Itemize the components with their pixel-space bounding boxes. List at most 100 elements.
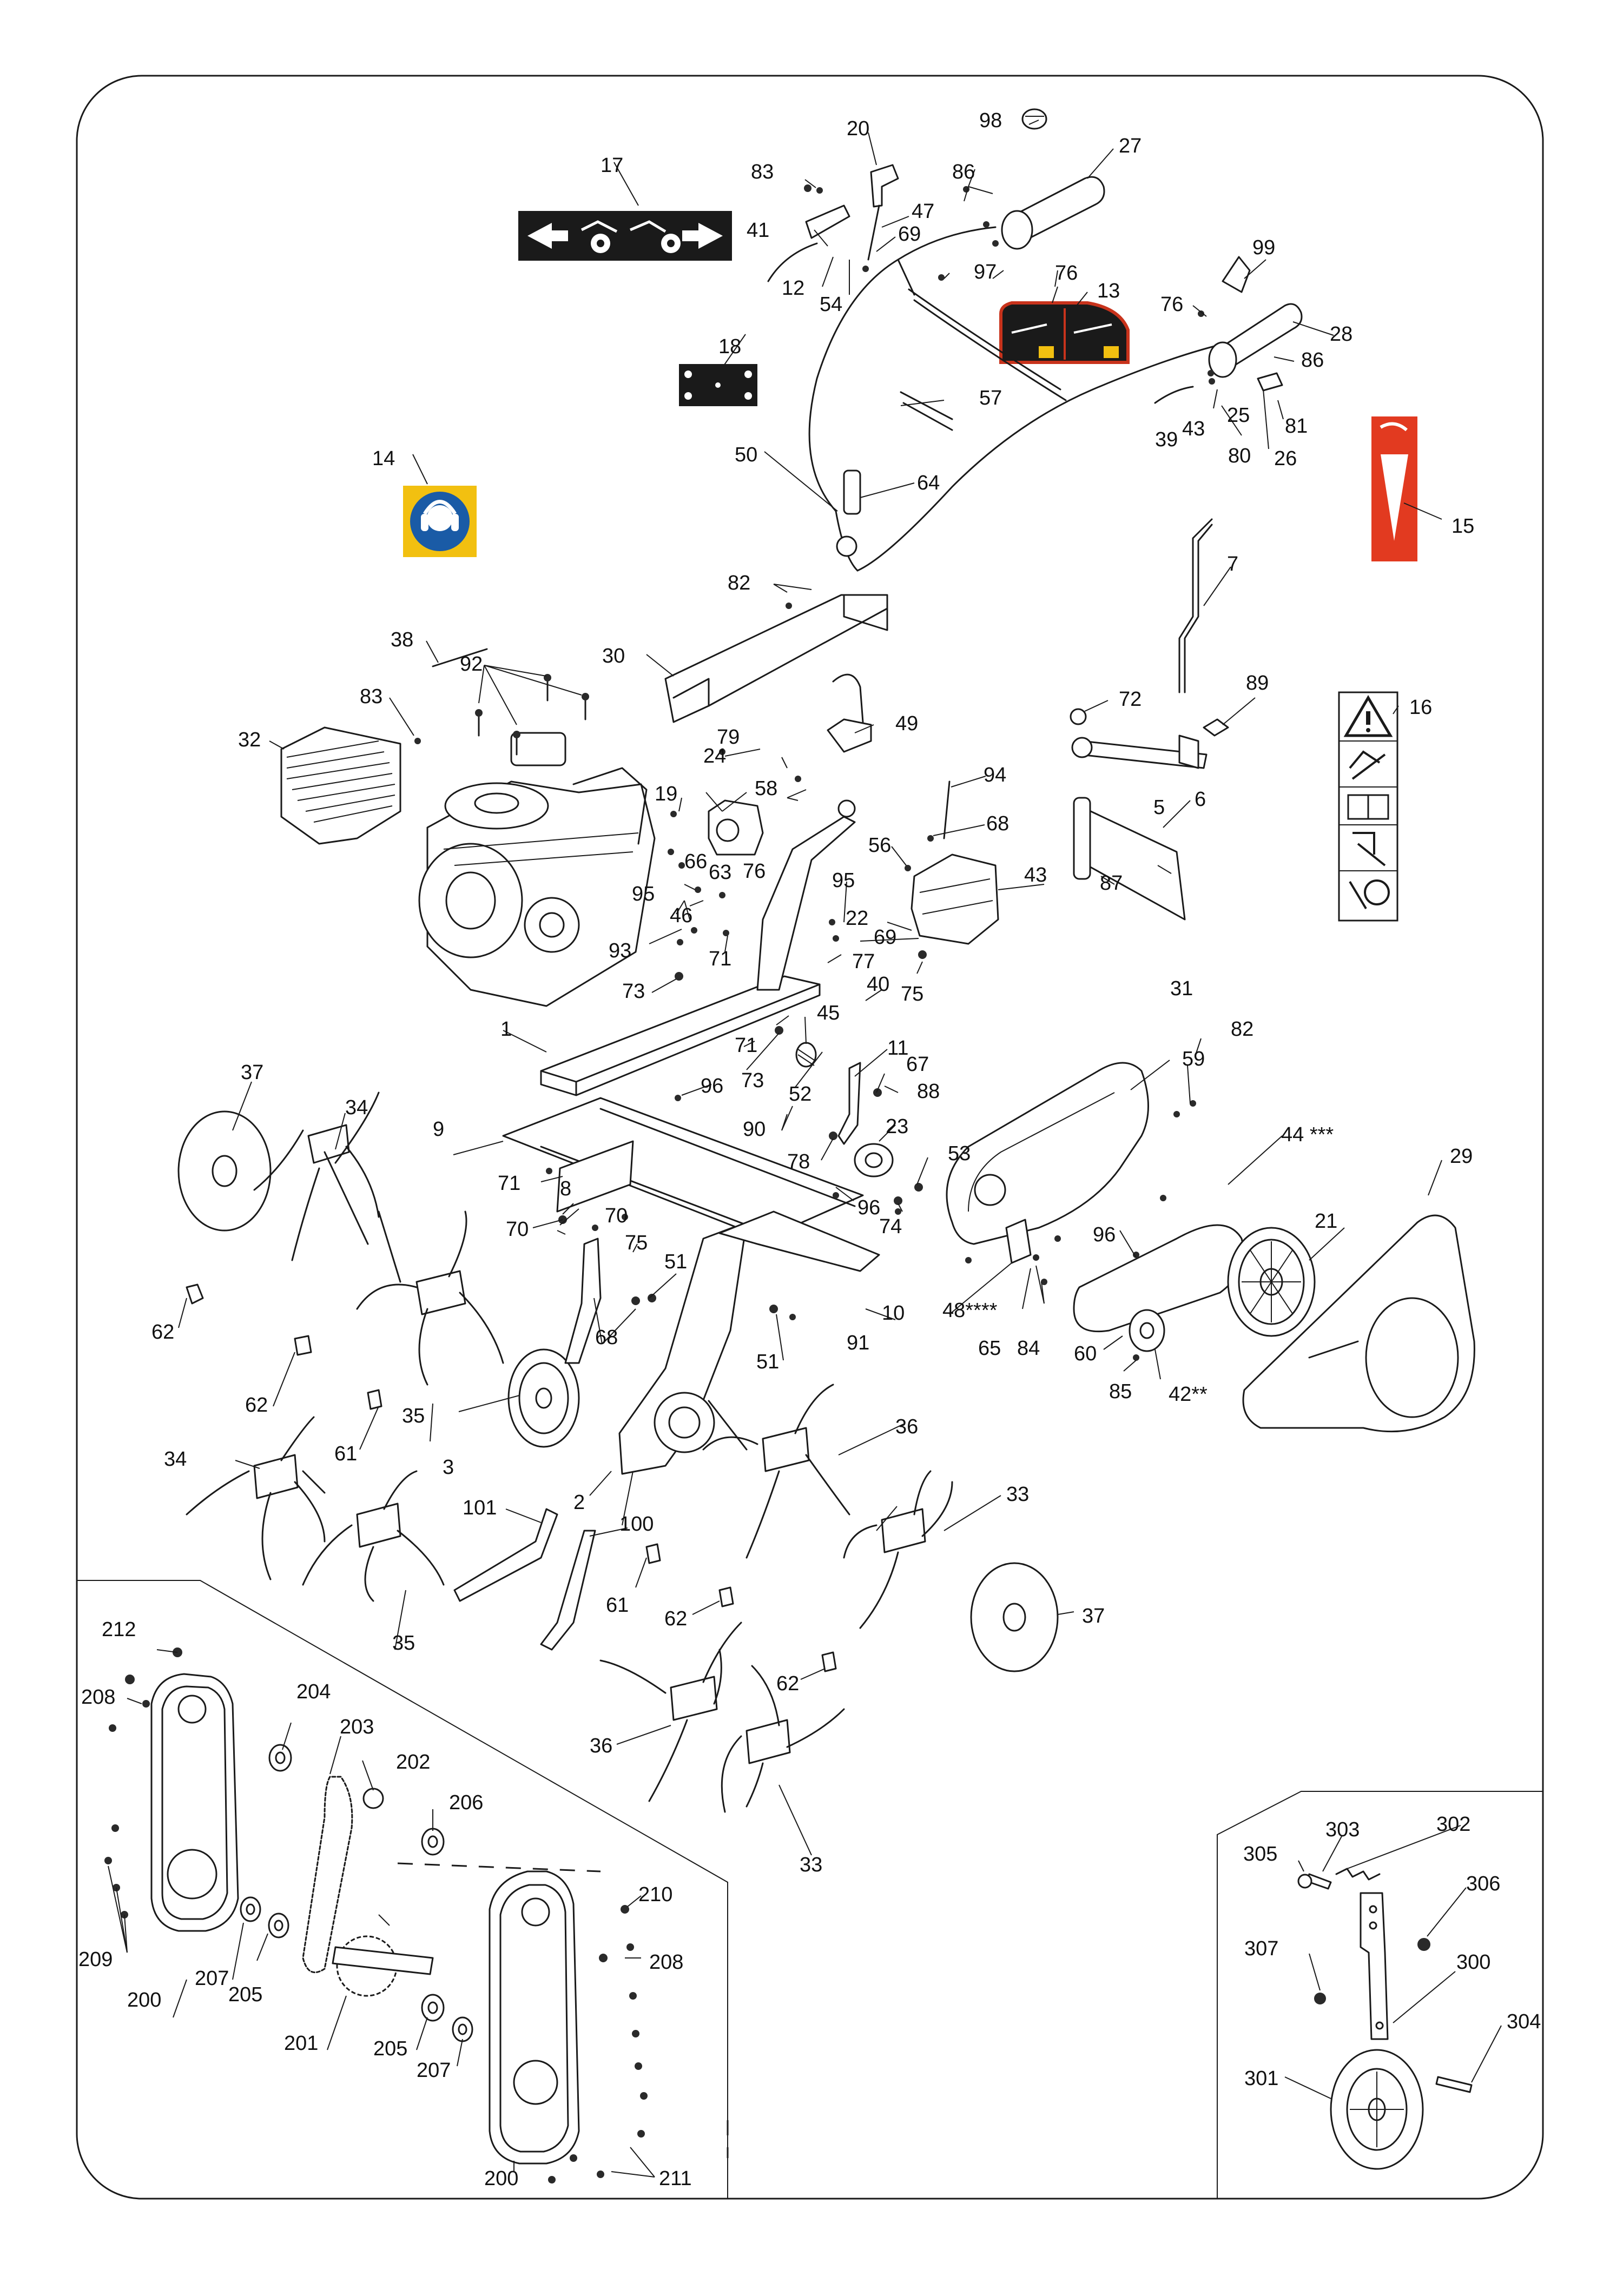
- label-18: 18: [718, 335, 741, 358]
- label-91: 91: [847, 1332, 869, 1354]
- small-hardware: [414, 186, 1215, 1361]
- label-52: 52: [789, 1083, 812, 1106]
- label-40: 40: [867, 973, 889, 996]
- bolts-92: [475, 674, 589, 756]
- label-35b: 35: [392, 1632, 415, 1655]
- label-83: 83: [360, 685, 382, 708]
- label-202: 202: [396, 1751, 430, 1774]
- label-76: 83: [751, 161, 774, 183]
- pulley-bracket-24: [708, 799, 764, 856]
- label-28: 28: [1330, 323, 1352, 346]
- label-76c: 76: [1160, 293, 1183, 316]
- label-51a: 51: [664, 1250, 687, 1273]
- label-34b: 34: [164, 1448, 187, 1471]
- tine-33-lower: [721, 1665, 845, 1813]
- clamp-12-41: [767, 184, 850, 282]
- label-78: 78: [787, 1150, 810, 1173]
- label-60: 60: [1074, 1342, 1097, 1365]
- warning-arrow-sticker-15: [1371, 416, 1417, 561]
- transport-wheel-3: [507, 1238, 602, 1448]
- disc-37-upper: [177, 1110, 272, 1232]
- chain-case-200-right: [489, 1870, 580, 2165]
- label-200a: 200: [127, 1989, 161, 2012]
- cable-39: [1154, 386, 1194, 404]
- label-203: 203: [340, 1716, 374, 1738]
- transmission-43: [911, 853, 999, 945]
- belt-cover-plate-31: [946, 1062, 1149, 1245]
- label-209: 209: [78, 1948, 113, 1971]
- label-77: 77: [852, 950, 875, 973]
- label-14: 14: [372, 447, 395, 470]
- label-11: 11: [887, 1037, 908, 1060]
- label-39: 39: [1155, 428, 1178, 451]
- bearing-23: [854, 1143, 894, 1177]
- label-84: 84: [1017, 1337, 1040, 1360]
- label-93: 93: [609, 939, 631, 962]
- label-65: 65: [978, 1337, 1001, 1360]
- chain-case-200-left: [150, 1673, 239, 1932]
- label-80: 80: [1228, 445, 1251, 467]
- skid-10: [718, 1210, 880, 1272]
- label-62c: 62: [664, 1607, 687, 1630]
- lever-5: [1073, 797, 1186, 921]
- shift-rod-94: [943, 780, 951, 839]
- label-92: 92: [460, 653, 483, 676]
- label-24: 24: [703, 745, 726, 767]
- label-86a: 86: [952, 161, 975, 183]
- label-31: 31: [1170, 977, 1193, 1000]
- label-63: 63: [709, 861, 731, 884]
- label-304: 304: [1507, 2010, 1541, 2033]
- label-46: 46: [670, 904, 692, 927]
- label-7: 7: [1227, 553, 1238, 575]
- label-6: 6: [1195, 788, 1206, 811]
- shift-lever-7: [1178, 518, 1213, 693]
- label-10: 10: [882, 1302, 905, 1325]
- label-87: 87: [1100, 872, 1123, 895]
- grip-28: [1208, 256, 1303, 378]
- label-68b: 68: [595, 1326, 618, 1349]
- carrier-plate-30: [664, 594, 888, 723]
- label-36b: 36: [590, 1735, 612, 1757]
- label-16: 16: [1409, 696, 1432, 719]
- tensioner-48: [1005, 1219, 1032, 1264]
- label-72: 72: [1119, 688, 1142, 711]
- label-69a: 69: [898, 223, 921, 246]
- label-45: 45: [817, 1002, 840, 1024]
- label-206: 206: [449, 1791, 483, 1814]
- label-212: 212: [102, 1618, 136, 1641]
- label-37a: 37: [241, 1061, 263, 1084]
- clips-61-62: [186, 1283, 837, 1672]
- label-2: 2: [573, 1491, 585, 1514]
- direction-sticker-17: [518, 211, 732, 261]
- label-53: 53: [948, 1142, 971, 1165]
- pulley-21: [1227, 1227, 1316, 1337]
- label-82b: 82: [1231, 1018, 1253, 1041]
- label-38: 38: [391, 628, 413, 651]
- label-62b: 62: [245, 1394, 268, 1417]
- tine-35-lower: [302, 1470, 445, 1602]
- label-100: 100: [619, 1513, 654, 1536]
- inset-divider-left: [77, 1580, 728, 2199]
- label-95a: 95: [632, 883, 655, 905]
- blade-100: [540, 1530, 596, 1651]
- tine-34-upper: [253, 1091, 380, 1261]
- tine-36-lower: [599, 1622, 742, 1802]
- label-307: 307: [1244, 1937, 1278, 1960]
- label-50: 50: [735, 444, 757, 466]
- bolt-304: [1435, 2076, 1473, 2093]
- label-49: 49: [895, 712, 918, 735]
- label-68a: 68: [986, 812, 1009, 835]
- label-62d: 62: [776, 1672, 799, 1695]
- label-19: 19: [655, 783, 677, 805]
- label-25: 25: [1227, 404, 1250, 427]
- label-9: 9: [433, 1118, 444, 1141]
- label-21: 21: [1315, 1210, 1337, 1233]
- belt-cover-29: [1242, 1214, 1475, 1433]
- lever-sticker-13: [999, 301, 1130, 364]
- label-47: 47: [912, 200, 934, 223]
- label-58: 58: [755, 777, 777, 800]
- label-101: 101: [463, 1497, 497, 1519]
- safety-symbols-sticker-16: [1338, 691, 1398, 922]
- label-64: 64: [917, 472, 940, 494]
